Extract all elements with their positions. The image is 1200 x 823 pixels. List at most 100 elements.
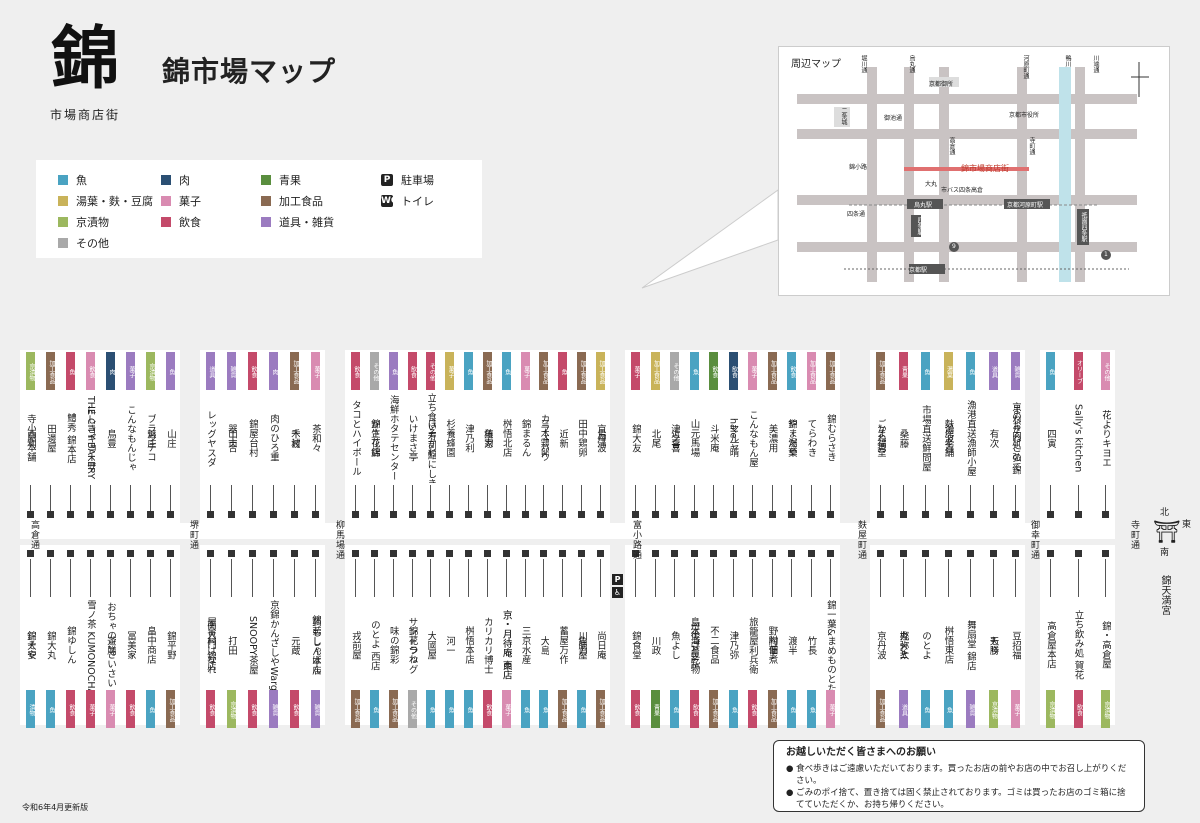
north-shop[interactable]: 魚山庄 xyxy=(165,352,176,518)
south-shop[interactable]: 京丹波加工食品 xyxy=(875,550,886,728)
north-shop[interactable]: 加工食品錦むらさき xyxy=(825,352,836,518)
south-shop[interactable]: SNOOPY茶屋飲食 xyxy=(247,550,258,728)
north-shop[interactable]: 湯葉湯波吉 xyxy=(943,352,954,518)
north-shop[interactable]: その他ほそかわ xyxy=(425,352,436,518)
south-shop[interactable]: 戎前屋加工食品 xyxy=(350,550,361,728)
north-shop[interactable]: 魚鱧秀 錦本店 xyxy=(65,352,76,518)
north-shop[interactable]: 加工食品椿家 xyxy=(482,352,493,518)
north-shop[interactable]: その他錦生花店 xyxy=(369,352,380,518)
north-shop[interactable]: 加工食品木村 xyxy=(289,352,300,518)
south-shop[interactable]: 不二食品加工食品 xyxy=(708,550,719,728)
south-shop[interactable]: 渡半魚 xyxy=(786,550,797,728)
north-shop[interactable]: 加工食品三木鶏卵 xyxy=(538,352,549,518)
north-shop[interactable]: 菓子こんなもん屋 xyxy=(747,352,758,518)
south-shop[interactable]: 南大門 錦店飲食 xyxy=(205,550,216,728)
south-shop[interactable]: 三京水産魚 xyxy=(520,550,531,728)
north-shop[interactable]: 菓子こんなもんじゃ xyxy=(125,352,136,518)
south-shop[interactable]: 錦ゆしん飲食 xyxy=(65,550,76,728)
south-shop[interactable]: のとよ魚 xyxy=(920,550,931,728)
south-shop[interactable]: のとよ 西店魚 xyxy=(369,550,380,728)
north-shop[interactable]: その他花よりキヨエ xyxy=(1100,352,1111,518)
area-map[interactable]: 周辺マップ 堀川通烏丸通京都御所河原町通鴨川川端通二条城御池通京都市役所高倉通寺… xyxy=(778,46,1170,296)
south-shop[interactable]: 冨美家飲食 xyxy=(125,550,136,728)
north-shop[interactable]: 魚山元馬場 xyxy=(689,352,700,518)
north-shop[interactable]: 青果桑藤 xyxy=(898,352,909,518)
north-shop[interactable]: 道具レッグヤスダ xyxy=(205,352,216,518)
north-shop[interactable]: 飲食タコとハイボール xyxy=(350,352,361,518)
north-shop[interactable]: 魚漁港直送漁師小屋 xyxy=(965,352,976,518)
south-shop[interactable]: もり京漬物 xyxy=(988,550,999,728)
south-shop[interactable]: 大國屋魚 xyxy=(425,550,436,728)
north-shop[interactable]: 魚海鮮ホタテセンター xyxy=(388,352,399,518)
north-shop[interactable]: 菓子茶和々 xyxy=(310,352,321,518)
south-shop[interactable]: 津乃弥魚 xyxy=(728,550,739,728)
south-shop[interactable]: 河一魚 xyxy=(444,550,455,728)
south-shop[interactable]: 桝悟本店魚 xyxy=(463,550,474,728)
south-shop[interactable]: 魚力魚 xyxy=(576,550,587,728)
north-shop[interactable]: 道具有次 xyxy=(988,352,999,518)
north-shop[interactable]: 雑貨まねきねこのて xyxy=(1010,352,1021,518)
south-shop[interactable]: 元蔵飲食 xyxy=(289,550,300,728)
south-shop[interactable]: 錦大丸魚 xyxy=(45,550,56,728)
south-shop[interactable]: 錦食堂飲食 xyxy=(630,550,641,728)
south-shop[interactable]: おちゃのこさいさい菓子 xyxy=(105,550,116,728)
south-shop[interactable]: カリカリ博士飲食 xyxy=(482,550,493,728)
north-shop[interactable]: 飲食斗米庵 xyxy=(708,352,719,518)
south-shop[interactable]: 高倉屋本店京漬物 xyxy=(1045,550,1056,728)
north-shop[interactable]: 魚近新 xyxy=(557,352,568,518)
north-shop[interactable]: 菓子錦大友 xyxy=(630,352,641,518)
north-shop[interactable]: 魚津乃利 xyxy=(463,352,474,518)
north-shop[interactable]: 加工食品美濃用 xyxy=(767,352,778,518)
south-shop[interactable]: 川政青果 xyxy=(650,550,661,728)
north-shop[interactable]: 飲食やまだや xyxy=(786,352,797,518)
south-shop[interactable]: 大島魚 xyxy=(538,550,549,728)
south-shop[interactable]: 錦・高倉屋京漬物 xyxy=(1100,550,1111,728)
north-shop[interactable]: 肉肉のひろ重 xyxy=(268,352,279,518)
south-shop[interactable]: サンドラッグその他 xyxy=(407,550,418,728)
north-shop[interactable]: 菓子杉養蜂園 xyxy=(444,352,455,518)
north-shop[interactable]: 魚四寅 xyxy=(1045,352,1056,518)
south-shop[interactable]: 旅籠屋利兵衛飲食 xyxy=(747,550,758,728)
north-shop[interactable]: 魚市場直送鮮問屋 xyxy=(920,352,931,518)
south-shop[interactable]: 錦一葉&まめものとたい焼き菓子 xyxy=(825,550,836,728)
south-shop[interactable]: 竹長魚 xyxy=(806,550,817,728)
north-shop[interactable]: 魚桝悟北店 xyxy=(501,352,512,518)
north-shop[interactable]: 京漬物魅庄 xyxy=(145,352,156,518)
south-shop[interactable]: 京・月待庵 東店菓子 xyxy=(501,550,512,728)
south-shop[interactable]: 立ち飲み処 賀花飲食 xyxy=(1073,550,1084,728)
north-shop[interactable]: 加工食品北尾 xyxy=(650,352,661,518)
north-shop[interactable]: その他津之喜 xyxy=(669,352,680,518)
north-shop[interactable]: 加工食品田邊屋 xyxy=(45,352,56,518)
north-shop[interactable]: 飲食錦屋台村 xyxy=(247,352,258,518)
south-shop[interactable]: 野村佃煮加工食品 xyxy=(767,550,778,728)
south-shop[interactable]: 尚日庵加工食品 xyxy=(595,550,606,728)
north-shop[interactable]: 加工食品京丹波 xyxy=(595,352,606,518)
north-shop[interactable]: 京漬物西利 xyxy=(25,352,36,518)
north-shop[interactable]: 加工食品ごま福堂 xyxy=(875,352,886,518)
south-shop[interactable]: 魚よし魚 xyxy=(669,550,680,728)
south-shop[interactable]: 舞扇堂 錦店雑貨 xyxy=(965,550,976,728)
north-shop[interactable]: 飲食いけまさ亭 xyxy=(407,352,418,518)
south-shop[interactable]: 蒟蒻しゃぼん雑貨 xyxy=(310,550,321,728)
south-shop[interactable]: 雪ノ茶 KUMONOCHA 錦市場店菓子 xyxy=(85,550,96,728)
north-shop[interactable]: 雑貨器土合 xyxy=(226,352,237,518)
north-shop[interactable]: 加工食品てらわき xyxy=(806,352,817,518)
south-shop[interactable]: 桝悟東店魚 xyxy=(943,550,954,728)
south-shop[interactable]: 打田京漬物 xyxy=(226,550,237,728)
south-shop[interactable]: 豆招福菓子 xyxy=(1010,550,1021,728)
north-shop[interactable]: 肉鳥豊 xyxy=(105,352,116,518)
north-shop[interactable]: 加工食品田中鶏卵 xyxy=(576,352,587,518)
north-shop[interactable]: 菓子錦まるん xyxy=(520,352,531,518)
south-shop[interactable]: 蓄屋万作加工食品 xyxy=(557,550,568,728)
south-shop[interactable]: 錦平野加工食品 xyxy=(165,550,176,728)
south-shop[interactable]: 錦大安漬物 xyxy=(25,550,36,728)
market-street-map[interactable]: その他寺小屋本舗京漬物西利加工食品田邊屋魚鱧秀 錦本店飲食にしきギョーザ飲食TH… xyxy=(0,340,1200,740)
south-shop[interactable]: 畠中商店魚 xyxy=(145,550,156,728)
south-shop[interactable]: 味の錦彩加工食品 xyxy=(388,550,399,728)
